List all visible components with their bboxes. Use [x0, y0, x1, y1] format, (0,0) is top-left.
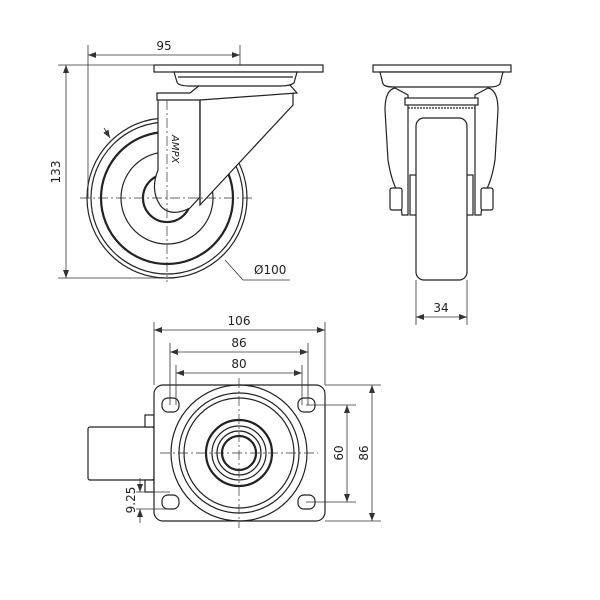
dim-wheel-width: 34: [433, 301, 448, 315]
top-plate: [153, 64, 324, 87]
axle-nut-left: [389, 187, 403, 211]
brand-mark: AMPX: [169, 134, 180, 164]
dim-front-width: 95: [156, 39, 171, 53]
dim-hole-spacing-vertical: 60: [332, 445, 346, 460]
axle-nut-right: [480, 187, 494, 211]
wheel-projection: [87, 426, 155, 481]
dim-total-height: 133: [49, 161, 63, 184]
dim-hole-spacing-outer: 86: [231, 336, 246, 350]
dim-plate-height: 86: [357, 445, 371, 460]
dim-slot-offset: 9.25: [124, 487, 138, 514]
dim-wheel-diameter: Ø100: [254, 263, 286, 277]
dim-plate-width: 106: [228, 314, 251, 328]
dim-hole-spacing-inner: 80: [231, 357, 246, 371]
side-view: 34: [372, 64, 512, 325]
bottom-view: 106 86 80 60 86 9.25: [87, 314, 381, 528]
wheel-side: [415, 117, 468, 281]
fork: [153, 84, 299, 213]
front-view: AMPX 95 133 Ø100: [49, 39, 324, 282]
